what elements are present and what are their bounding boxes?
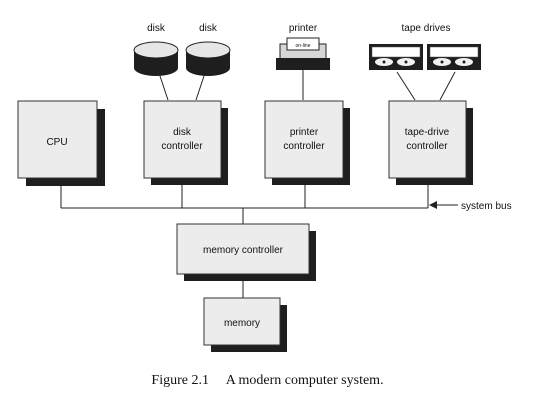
tape-controller-label-line2: controller — [406, 141, 448, 152]
disk-controller-label-line2: controller — [161, 141, 203, 152]
printer-controller-label-line1: printer — [290, 127, 319, 138]
figure-title: A modern computer system. — [225, 373, 384, 388]
memory-controller-box — [176, 223, 316, 281]
memory-label: memory — [224, 318, 260, 329]
printer-panel-label: on-line — [295, 43, 310, 49]
system-bus-label: system bus — [461, 201, 512, 212]
disk-controller-box — [143, 100, 228, 185]
disk-left-cable — [159, 75, 169, 101]
disk-controller-label-line1: disk — [173, 127, 192, 138]
printer-controller-label-line2: controller — [283, 141, 325, 152]
disk-left-label: disk — [147, 23, 166, 34]
cpu-label: CPU — [46, 137, 67, 148]
tape-drives-icon — [369, 44, 481, 70]
disk-left-icon — [133, 41, 179, 76]
memory-controller-label: memory controller — [203, 245, 284, 256]
tape-drives-label: tape drives — [402, 23, 451, 34]
tape-left-cable — [396, 71, 416, 101]
disk-right-icon — [185, 41, 231, 76]
printer-label: printer — [289, 23, 318, 34]
bus-label-arrow — [429, 201, 458, 209]
figure-caption: Figure 2.1 A modern computer system. — [0, 373, 535, 389]
figure-number: Figure 2.1 — [151, 373, 209, 388]
disk-right-cable — [195, 75, 205, 101]
cpu-box — [17, 100, 105, 186]
memory-box — [203, 297, 287, 352]
tape-controller-box — [388, 100, 473, 185]
bus-lines — [60, 70, 456, 298]
tape-right-cable — [439, 71, 456, 101]
printer-icon: on-line — [276, 37, 330, 70]
tape-controller-label-line1: tape-drive — [405, 127, 450, 138]
printer-controller-box — [264, 100, 350, 185]
disk-right-label: disk — [199, 23, 218, 34]
